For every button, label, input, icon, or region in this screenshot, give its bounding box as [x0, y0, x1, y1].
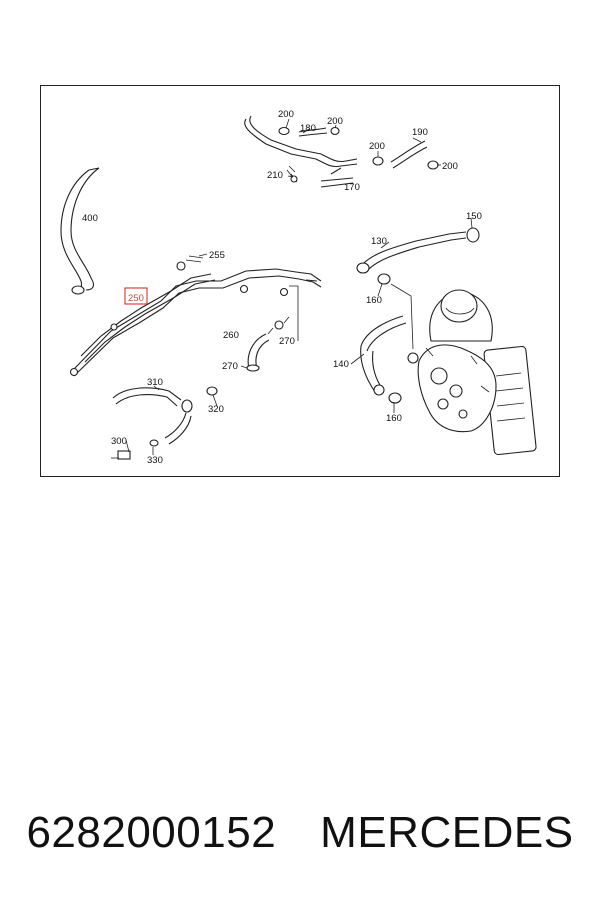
label-310: 310	[147, 377, 163, 388]
label-160: 160	[366, 295, 382, 306]
oil-filter-housing	[407, 289, 537, 456]
label-140: 140	[333, 359, 349, 370]
label-255: 255	[209, 250, 225, 261]
label-150: 150	[466, 211, 482, 222]
hose-260	[246, 320, 284, 372]
label-130: 130	[371, 236, 387, 247]
brand-name: MERCEDES	[320, 808, 574, 857]
label-190: 190	[412, 127, 428, 138]
label-160: 160	[386, 413, 402, 424]
pipe-250	[69, 255, 322, 377]
hose-140	[360, 315, 407, 404]
label-250: 250	[128, 293, 144, 304]
label-320: 320	[208, 404, 224, 415]
hose-130	[356, 227, 480, 285]
label-330: 330	[147, 455, 163, 466]
label-180: 180	[300, 123, 316, 134]
label-200: 200	[442, 161, 458, 172]
footer-caption: 6282000152 MERCEDES	[0, 798, 600, 868]
label-200: 200	[369, 141, 385, 152]
label-270: 270	[222, 361, 238, 372]
label-170: 170	[344, 182, 360, 193]
highlight-box-250	[124, 287, 148, 305]
label-300: 300	[111, 436, 127, 447]
label-400: 400	[82, 213, 98, 224]
hose-400	[60, 167, 100, 295]
diagram-frame: 200 180 200 200 190 200 210 170 400 150 …	[40, 85, 560, 477]
hose-310	[111, 386, 218, 460]
callout-labels: 200 180 200 200 190 200 210 170 400 150 …	[82, 109, 482, 466]
label-260: 260	[223, 330, 239, 341]
leader-lines	[125, 118, 473, 455]
label-210: 210	[267, 170, 283, 181]
parts-diagram: 200 180 200 200 190 200 210 170 400 150 …	[60, 109, 537, 466]
label-200: 200	[327, 116, 343, 127]
label-200: 200	[278, 109, 294, 120]
label-270: 270	[279, 336, 295, 347]
part-number: 6282000152	[26, 808, 277, 857]
